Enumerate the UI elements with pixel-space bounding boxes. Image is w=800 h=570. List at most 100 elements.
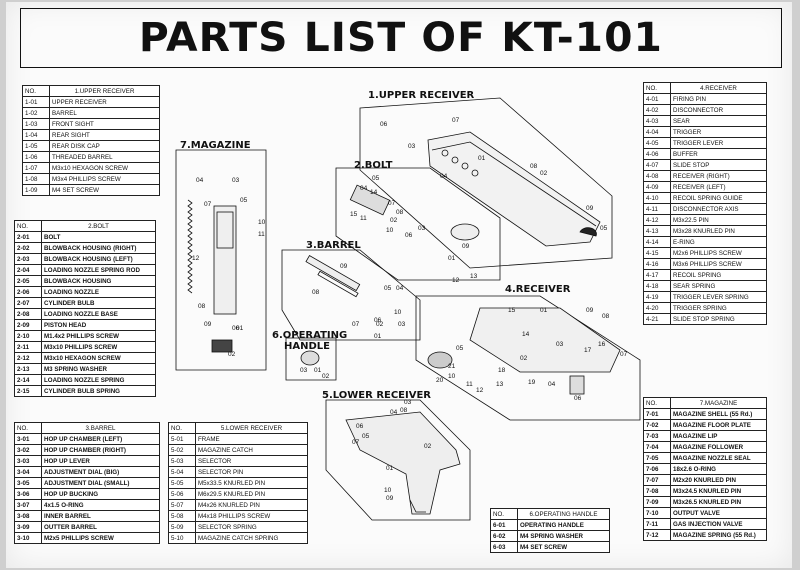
part-number: 6-01 [490,519,518,531]
lower-receiver-panel [325,399,471,521]
label-upper-receiver: 1.UPPER RECEIVER [368,90,475,101]
inner-barrel [317,270,359,298]
part-name: FRONT SIGHT [49,118,160,130]
table-header-row: NO.2.BOLT [14,220,156,232]
part-number: 7-04 [643,441,671,453]
lower-receiver-frame [345,411,461,515]
callout-bolt-14: 14 [370,189,378,196]
part-number: 1-04 [22,129,50,141]
header-no: NO. [168,422,196,434]
part-number: 4-21 [643,313,671,325]
callout-barrel-3: 03 [398,321,406,328]
part-number: 7-05 [643,452,671,464]
part-name: LOADING NOZZLE SPRING ROD [41,264,156,276]
part-name: MAGAZINE CATCH [195,444,308,456]
part-name: REAR DISK CAP [49,140,160,152]
callout-bolt-2: 02 [390,217,398,224]
part-number: 3-04 [14,466,42,478]
callout-magazine-6: 06 [232,325,240,332]
part-number: 4-08 [643,170,671,182]
part-name: M3x10 HEXAGON SCREW [41,352,156,364]
part-name: BLOWBACK HOUSING [41,275,156,287]
table-header-row: NO.7.MAGAZINE [643,397,767,409]
part-name: MAGAZINE FOLLOWER [670,441,767,453]
label-operating-handle-2: HANDLE [284,341,330,352]
receiver-panel [415,295,641,421]
callout-magazine-11: 11 [258,231,265,238]
part-number: 2-07 [14,297,42,309]
callout-bolt-5: 05 [372,175,380,182]
upper-receiver-panel [359,97,613,269]
receiver-part [469,307,621,373]
callout-receiver-13: 13 [496,381,504,388]
callout-upper-8: 08 [530,163,538,170]
part-name: 18x2.6 O-RING [670,463,767,475]
part-name: LOADING NOZZLE SPRING [41,374,156,386]
callout-magazine-5: 05 [240,197,248,204]
header-section-name: 2.BOLT [41,220,156,232]
part-name: LOADING NOZZLE [41,286,156,298]
part-number: 2-05 [14,275,42,287]
part-number: 4-10 [643,192,671,204]
header-no: NO. [643,397,671,409]
callout-lower-8: 08 [400,407,408,414]
callout-upper-5: 05 [600,225,608,232]
part-number: 2-14 [14,374,42,386]
part-name: M4 SET SCREW [517,541,610,553]
callout-receiver-5: 05 [456,345,464,352]
callout-barrel-5: 05 [384,285,392,292]
part-number: 3-10 [14,532,42,544]
part-name: M5x33.5 KNURLED PIN [195,477,308,489]
part-number: 1-08 [22,173,50,185]
part-number: 7-10 [643,507,671,519]
label-magazine: 7.MAGAZINE [180,140,251,151]
part-name: BUFFER [670,148,767,160]
part-name: RECEIVER (LEFT) [670,181,767,193]
part-name: ADJUSTMENT DIAL (BIG) [41,466,160,478]
callout-lower-4: 04 [390,409,398,416]
callout-barrel-4: 04 [396,285,404,292]
part-number: 5-02 [168,444,196,456]
callout-barrel-10: 10 [394,309,402,316]
part-name: MAGAZINE FLOOR PLATE [670,419,767,431]
part-number: 2-02 [14,242,42,254]
part-name: M2x20 KNURLED PIN [670,474,767,486]
header-section-name: 4.RECEIVER [670,82,767,94]
part-number: 7-08 [643,485,671,497]
callout-upper-9: 09 [586,205,594,212]
part-number: 5-01 [168,433,196,445]
part-name: MAGAZINE NOZZLE SEAL [670,452,767,464]
callout-numbers: 0102030405060708090102030405060708091011… [192,117,628,502]
part-number: 3-09 [14,521,42,533]
callout-lower-3: 03 [404,399,412,406]
part-number: 4-17 [643,269,671,281]
barrel-panel [281,249,421,341]
part-name: OPERATING HANDLE [517,519,610,531]
part-number: 2-09 [14,319,42,331]
